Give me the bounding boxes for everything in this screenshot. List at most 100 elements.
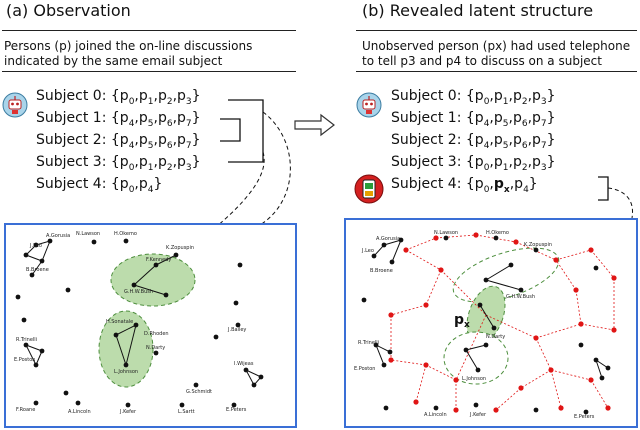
transition-arrow-icon [294,113,335,137]
subject-member: p0 [474,176,490,195]
agent-robot-icon [356,92,382,118]
subject-row: Subject 2: {p4,p5,p6,p7} [36,132,201,151]
node-label: L.Sartt [178,409,195,415]
subject-member: p6 [157,110,173,129]
subject-member: p7 [532,132,547,151]
node-label: A.Gorusia [376,236,400,242]
subject-row: Subject 0: {p0,p1,p2,p3} [391,88,556,107]
subject-member: p4 [119,132,135,151]
cluster-ellipse-bottom [98,310,154,388]
subject-label: Subject 1: [391,110,466,126]
subject-member: p0 [474,88,490,107]
subject-label: Subject 2: [391,132,466,148]
subject-member: p3 [532,154,547,173]
node-label: E.Poston [354,366,375,372]
node-label: B.Broene [26,267,49,273]
node-label: J.Leo [361,248,374,254]
subject-member: p1 [493,88,509,107]
node-label: R.Trinelli [358,340,379,346]
telephone-icon [354,174,384,204]
subject-member: p0 [474,154,490,173]
subject-member: p6 [157,132,173,151]
subject-label: Subject 3: [36,154,111,170]
subject-row: Subject 3: {p0,p1,p2,p3} [391,154,556,173]
node-label: L.Johnson [462,376,486,382]
subject-member: p4 [474,110,490,129]
node-label: E.Peters [226,407,247,413]
subject-row: Subject 4: {p0,p4} [36,176,163,195]
node-label: G.H.W.Bush [124,289,153,295]
subject-member: p2 [157,88,173,107]
subject-label: Subject 2: [36,132,111,148]
node-label: H.Sonatale [106,319,133,325]
node-label: G.Schmidt [186,389,212,395]
subject-member: p7 [532,110,547,129]
node-label: N.Darty [486,334,505,340]
subject-row: Subject 3: {p0,p1,p2,p3} [36,154,201,173]
subject-member: p1 [138,154,154,173]
subject-member: p4 [119,110,135,129]
node-label: L.Johnson [114,369,138,375]
description-line-1: Unobserved person (px) had used telephon… [362,39,631,53]
cluster-ellipse-top [110,253,196,307]
node-label: D.Rhoden [144,331,169,337]
node-label: F.Kennedy [146,257,171,263]
node-label: G.H.W.Bush [506,294,535,300]
subject-member: p1 [493,154,509,173]
subject-member: p6 [512,110,528,129]
node-label: E.Peters [574,414,595,420]
revealed-description: Unobserved person (px) had used telephon… [362,39,630,69]
node-label: A.Lincoln [424,412,447,418]
subject-member: p0 [119,176,135,195]
subject-label: Subject 0: [391,88,466,104]
right-connector-lines [598,176,634,219]
agent-robot-icon [2,92,28,118]
top-rule-right [356,30,637,31]
revealed-heading: (b) Revealed latent structure [362,1,594,20]
subject-member: p7 [177,132,192,151]
subject-row: Subject 0: {p0,p1,p2,p3} [36,88,201,107]
subject-member: p2 [512,154,528,173]
subject-member: p3 [532,88,547,107]
subject-member: p4 [138,176,154,195]
bottom-rule-right [356,71,637,72]
subject-member: p3 [177,88,192,107]
latent-node-label: px [454,312,470,330]
description-line-1: Persons (p) joined the on-line discussio… [4,39,253,53]
subject-member: p1 [138,88,154,107]
subject-label: Subject 4: [36,176,111,192]
node-label: A.Gorusia [46,233,70,239]
subject-member: p5 [493,110,509,129]
node-label: J.Kefer [119,409,137,415]
node-label: H.Okemo [114,231,137,237]
node-label: J.Leo [29,243,42,249]
node-label: K.Zopuspin [524,242,552,248]
node-label: K.Zopuspin [166,245,194,251]
description-line-2: to tell p3 and p4 to discuss on a subjec… [362,54,602,68]
subject-member: p5 [493,132,509,151]
subject-row: Subject 2: {p4,p5,p6,p7} [391,132,556,151]
cluster-ellipse-top [452,247,560,303]
node-label: J.Kefer [469,412,487,418]
observation-heading: (a) Observation [6,1,131,20]
node-label: J.Bailey [227,327,246,333]
subject-label: Subject 3: [391,154,466,170]
subject-member: px [493,176,510,195]
node-label: I.Wijeas [234,361,254,367]
node-label: R.Trinelli [16,337,37,343]
subject-member: p5 [138,132,154,151]
subject-member: p7 [177,110,192,129]
subject-row: Subject 4: {p0,px,p4} [391,176,538,195]
node-label: N.Lawson [434,230,458,236]
subject-label: Subject 4: [391,176,466,192]
subject-member: p4 [474,132,490,151]
node-label: F.Roane [16,407,35,413]
node-label: N.Darty [146,345,165,351]
subject-label: Subject 1: [36,110,111,126]
description-line-2: indicated by the same email subject [4,54,223,68]
node-label: H.Okemo [486,230,509,236]
subject-member: p5 [138,110,154,129]
node-label: A.Lincoln [68,409,91,415]
